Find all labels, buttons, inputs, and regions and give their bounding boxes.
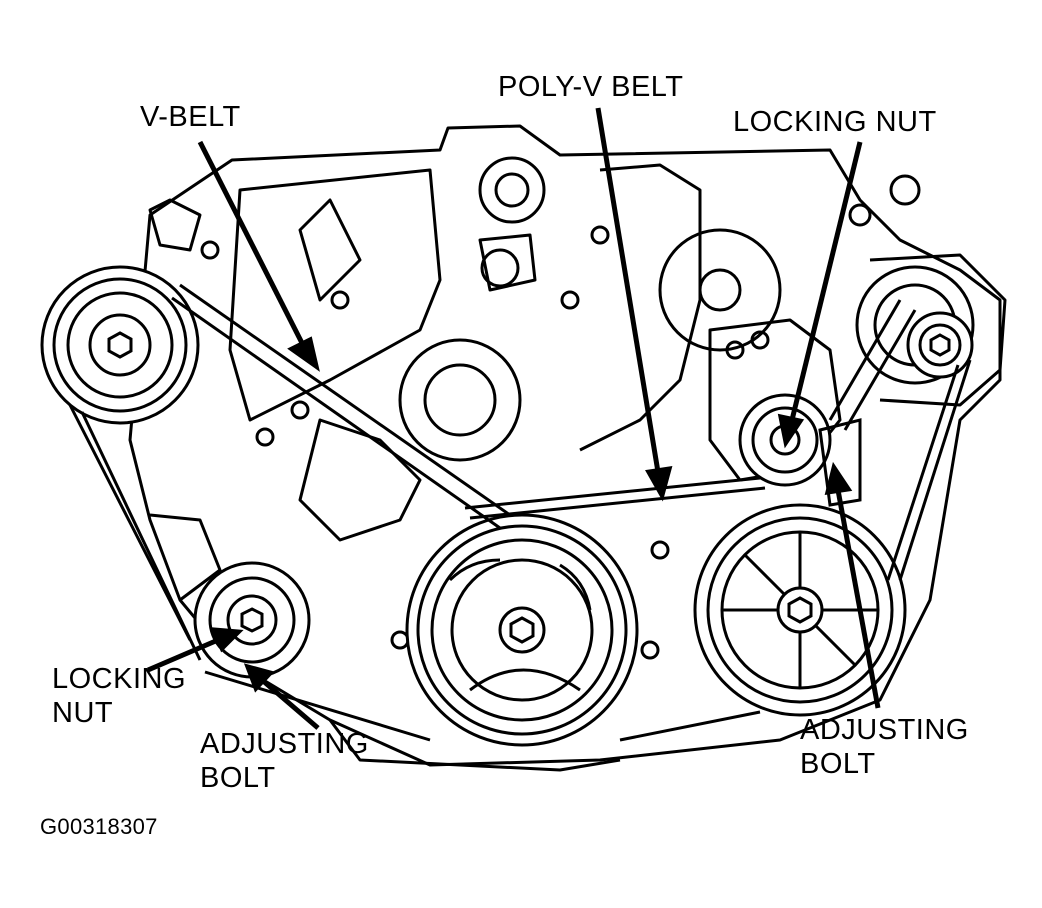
adjusting-bolt-right-line2: BOLT — [800, 748, 876, 780]
leader-arrows — [147, 107, 881, 730]
adjusting-bolt-right-line1: ADJUSTING — [800, 714, 969, 746]
adjusting-bolt-left-line1: ADJUSTING — [200, 728, 369, 760]
poly-v-belt-label: POLY-V BELT — [498, 71, 684, 103]
power-steering-pulley — [40, 265, 200, 425]
locking-nut-left-line1: LOCKING — [52, 663, 187, 695]
lower-left-idler-pulley — [193, 561, 311, 679]
locking-nut-left-label: LOCKING NUT — [52, 662, 186, 730]
adjusting-bolt-left-label: ADJUSTING BOLT — [200, 727, 369, 795]
locking-nut-left-line2: NUT — [52, 697, 114, 729]
belts — [68, 283, 972, 742]
alternator-pulley — [906, 311, 974, 379]
adjusting-bolt-left-line2: BOLT — [200, 762, 276, 794]
crankshaft-pulley — [405, 513, 639, 747]
locking-nut-right-label: LOCKING NUT — [733, 106, 937, 138]
figure-id: G00318307 — [40, 814, 158, 839]
adjusting-bolt-right-label: ADJUSTING BOLT — [800, 713, 969, 781]
v-belt-label: V-BELT — [140, 101, 241, 133]
